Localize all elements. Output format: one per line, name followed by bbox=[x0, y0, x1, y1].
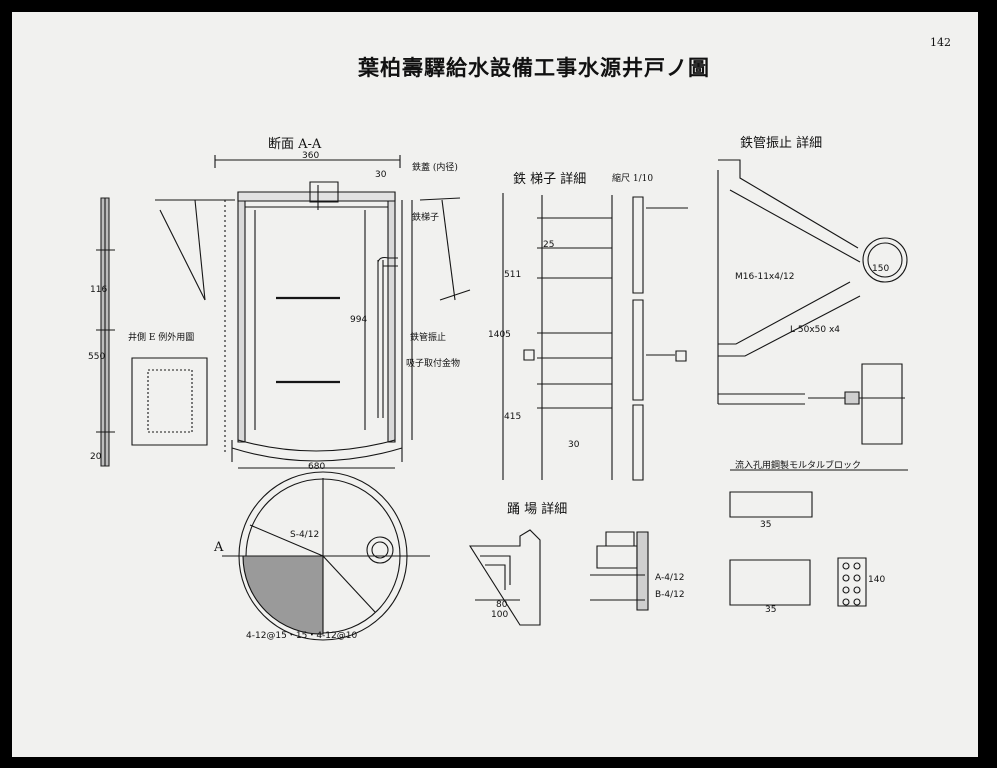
well-side-view-drawing bbox=[132, 358, 207, 445]
section-marker-label: A bbox=[214, 540, 224, 555]
well-plan-drawing bbox=[222, 472, 430, 640]
drawing-sheet bbox=[12, 12, 978, 757]
landing-detail-heading: 踊 場 詳細 bbox=[507, 502, 568, 517]
dim-circle-bottom: 4-12@15・15・4-12@10 bbox=[246, 631, 358, 641]
pipe-support-label: 鉄管振止 bbox=[410, 333, 447, 343]
dim-ladder-height: 511 bbox=[504, 270, 522, 280]
dim-ladder-total: 1405 bbox=[488, 330, 511, 340]
ladder-detail-drawing bbox=[503, 193, 688, 480]
dim-block-b: 35 bbox=[765, 605, 777, 615]
dim-circle-note: S-4/12 bbox=[290, 530, 320, 540]
dim-pipe-len: 140 bbox=[868, 575, 886, 585]
inflow-block-drawing bbox=[730, 470, 908, 606]
dim-ladder-lower: 415 bbox=[504, 412, 522, 422]
dim-pipe-dia: 150 bbox=[872, 264, 890, 274]
dim-rung-spacing: 30 bbox=[568, 440, 580, 450]
dim-landing-a: 80 bbox=[496, 600, 508, 610]
left-dimension-strip bbox=[96, 198, 115, 466]
dim-rebar-b: B-4/12 bbox=[655, 590, 685, 600]
dim-left-b: 116 bbox=[90, 285, 108, 295]
dim-landing-b: 100 bbox=[491, 610, 509, 620]
plate-label: L 50x50 x4 bbox=[790, 325, 841, 335]
dim-wall-height: 994 bbox=[350, 315, 368, 325]
ladder-detail-heading: 鉄 梯子 詳細 bbox=[513, 172, 587, 187]
section-a-a-drawing bbox=[155, 155, 470, 468]
dim-top-width: 360 bbox=[302, 151, 320, 161]
page-number: 142 bbox=[930, 36, 951, 49]
bolt-label: M16-11x4/12 bbox=[735, 272, 795, 282]
pipe-support-detail-drawing bbox=[718, 160, 907, 444]
dim-left-a: 550 bbox=[88, 352, 106, 362]
dim-ladder-width: 25 bbox=[543, 240, 555, 250]
dim-flange: 30 bbox=[375, 170, 387, 180]
side-view-heading: 井側 E 例外用圖 bbox=[128, 333, 195, 343]
ladder-scale-label: 縮尺 1/10 bbox=[612, 174, 654, 184]
dim-bottom-width: 680 bbox=[308, 462, 326, 472]
dim-rebar-a: A-4/12 bbox=[655, 573, 685, 583]
pipe-support-detail-heading: 鉄管振止 詳細 bbox=[740, 136, 823, 151]
section-a-a-heading: 断面 A-A bbox=[268, 137, 322, 152]
landing-detail-drawing bbox=[470, 530, 648, 625]
manhole-cover-label: 鉄蓋 (内径) bbox=[412, 163, 458, 173]
ladder-label: 鉄梯子 bbox=[412, 213, 440, 223]
pipe-fixture-label: 吸子取付金物 bbox=[406, 359, 461, 369]
page-title: 葉柏壽驛給水設備工事水源井戸ノ圖 bbox=[358, 55, 710, 80]
inflow-block-heading: 流入孔用鋼製モルタルブロック bbox=[735, 461, 862, 471]
dim-block-a: 35 bbox=[760, 520, 772, 530]
dim-left-c: 20 bbox=[90, 452, 102, 462]
